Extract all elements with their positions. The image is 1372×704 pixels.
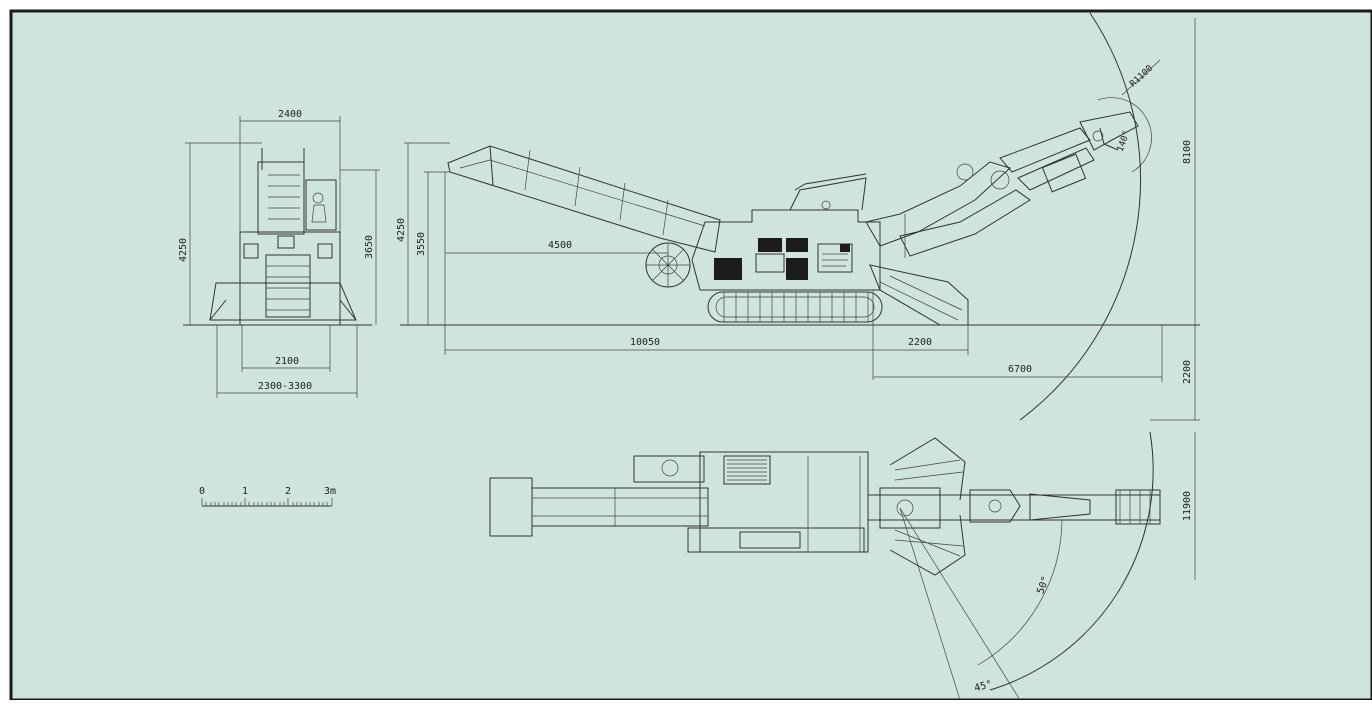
front-width-2400: 2400 [278,109,302,120]
top-reach-arc-inner [977,519,1063,666]
top-gathering-arms [889,437,966,576]
front-track-2100: 2100 [275,356,299,367]
front-view: 2400 4250 3650 2100 2300-3300 [178,109,380,398]
side-excavator-arm [865,111,1139,258]
scale-label-1: 1 [242,486,248,497]
side-machine-body [645,173,881,291]
front-width-2300-3300: 2300-3300 [258,381,312,392]
top-angle-45: 45° [973,679,993,694]
top-reach-arc-outer [989,431,1154,691]
side-depth-2200: 2200 [1182,360,1193,384]
top-view: 11900 50° 45° [489,431,1196,701]
side-crawler-track [707,291,883,323]
scale-label-3m: 3m [324,486,336,497]
top-machine-body [633,451,869,553]
side-height-8100: 8100 [1182,140,1193,164]
side-reach-6700: 6700 [1008,364,1032,375]
side-length-10050: 10050 [630,337,660,348]
side-length-2200: 2200 [908,337,932,348]
front-height-4250: 4250 [178,238,189,262]
side-view: 4250 3550 4500 10050 2200 6700 8100 2200… [396,12,1200,421]
drawing-frame [9,9,1372,702]
top-conveyor [489,477,709,537]
scale-label-0: 0 [199,486,205,497]
side-height-3550: 3550 [416,232,427,256]
front-height-3650: 3650 [364,235,375,259]
top-width-11900: 11900 [1182,491,1193,521]
scale-label-2: 2 [285,486,291,497]
front-machine-body [209,148,357,325]
top-excavator-arm [867,487,1161,529]
scale-bar: 0 1 2 3m [199,486,336,507]
side-height-4250: 4250 [396,218,407,242]
side-reach-arc [1019,12,1141,421]
side-length-4500: 4500 [548,240,572,251]
